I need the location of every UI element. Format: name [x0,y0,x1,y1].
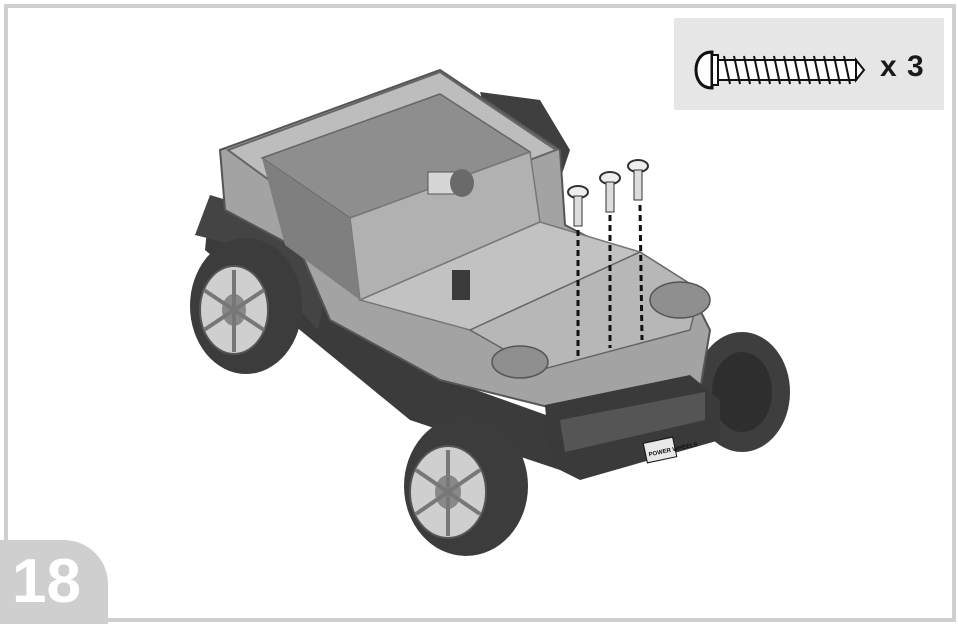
screw-3 [627,159,649,201]
screw-1 [567,185,589,227]
rear-left-wheel [404,416,528,556]
quantity-label: x 3 [880,50,925,83]
step-number-tab [0,540,108,624]
instruction-frame [4,4,956,622]
screw-guides [576,204,644,360]
screw-icon [694,50,866,90]
step-number: 18 [12,547,81,616]
screw-2 [599,171,621,213]
rear-bumper: POWER WHEELS [545,375,720,480]
switch-component [452,270,470,300]
motor-component [427,169,474,197]
front-left-wheel [190,238,302,374]
